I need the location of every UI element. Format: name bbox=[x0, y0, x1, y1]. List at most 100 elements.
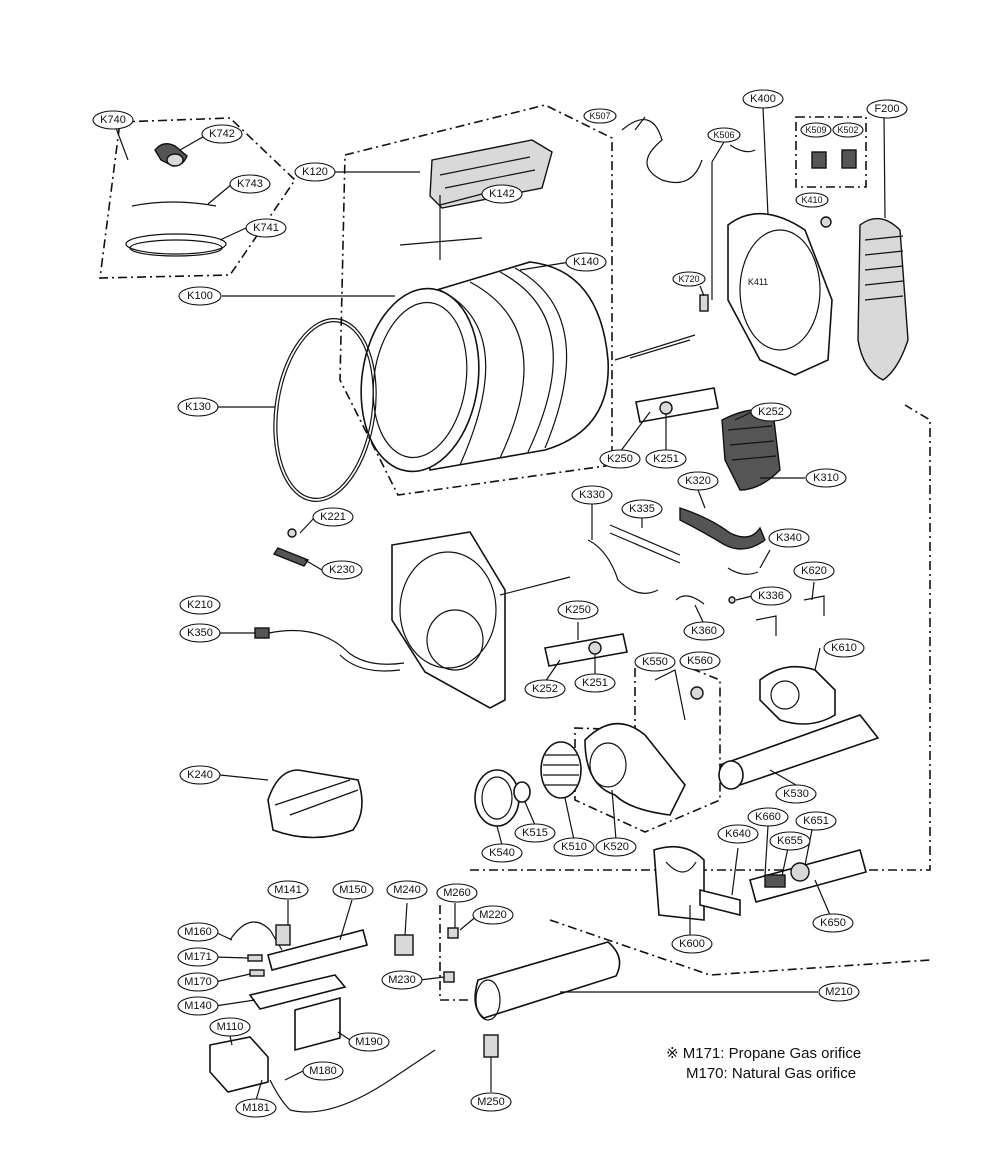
leader-k250a bbox=[619, 411, 651, 453]
leader-k507 bbox=[634, 116, 646, 131]
k210-bulkhead-opening bbox=[399, 551, 497, 669]
k230-part bbox=[272, 547, 310, 567]
callout-k221-text: K221 bbox=[320, 511, 346, 523]
m210-burner-tube bbox=[474, 941, 621, 1019]
m141-part bbox=[275, 924, 291, 946]
callout-k650: K650 bbox=[812, 913, 854, 933]
k340-part bbox=[727, 567, 759, 575]
callout-k410-text: K410 bbox=[801, 195, 822, 205]
callout-m190-text: M190 bbox=[355, 1036, 383, 1048]
k502-part bbox=[841, 149, 857, 169]
callout-m110: M110 bbox=[209, 1017, 251, 1037]
callout-k350: K350 bbox=[179, 623, 221, 643]
callout-k540-text: K540 bbox=[489, 847, 515, 859]
gas-burner-parts bbox=[209, 921, 621, 1113]
callout-k740-text: K740 bbox=[100, 114, 126, 126]
front-bulkhead-parts bbox=[254, 528, 506, 839]
leader-m230 bbox=[419, 976, 445, 981]
k509-part bbox=[811, 151, 827, 169]
callout-k742: K742 bbox=[201, 124, 243, 144]
k335-part bbox=[609, 524, 681, 564]
callout-k620-text: K620 bbox=[801, 565, 827, 577]
leader-k230 bbox=[304, 559, 323, 571]
callout-k130: K130 bbox=[177, 397, 219, 417]
callout-m141-text: M141 bbox=[274, 884, 302, 896]
k600-bracket bbox=[653, 845, 705, 921]
k330-part bbox=[587, 539, 659, 594]
callout-k250a: K250 bbox=[599, 449, 641, 469]
leader-k515 bbox=[524, 801, 536, 826]
callout-k230: K230 bbox=[321, 560, 363, 580]
callout-m180: M180 bbox=[302, 1061, 344, 1081]
callout-k330: K330 bbox=[571, 485, 613, 505]
callout-k250a-text: K250 bbox=[607, 453, 633, 465]
callout-k506-text: K506 bbox=[713, 130, 734, 140]
k210-bulkhead bbox=[391, 531, 506, 709]
m190-part bbox=[294, 996, 341, 1052]
callout-k252a-text: K252 bbox=[758, 406, 784, 418]
leader-k510 bbox=[564, 797, 575, 841]
callout-m210-text: M210 bbox=[825, 986, 853, 998]
k240-part-ribs bbox=[274, 779, 359, 816]
k251-lower-part bbox=[588, 641, 602, 655]
k720-part bbox=[699, 294, 709, 312]
callout-m190: M190 bbox=[348, 1032, 390, 1052]
callout-k741-text: K741 bbox=[253, 222, 279, 234]
leader-k360 bbox=[694, 604, 705, 625]
k651-part bbox=[790, 862, 810, 882]
leader-k336 bbox=[735, 595, 753, 601]
callout-f200: F200 bbox=[866, 99, 908, 119]
callout-k310-text: K310 bbox=[813, 472, 839, 484]
callout-k350-text: K350 bbox=[187, 627, 213, 639]
leader-k240 bbox=[219, 774, 269, 781]
note-propane-text: M171: Propane Gas orifice bbox=[682, 1045, 862, 1062]
callout-k240-text: K240 bbox=[187, 769, 213, 781]
leader-m170 bbox=[214, 973, 251, 983]
callout-f200-text: F200 bbox=[874, 103, 899, 115]
leader-k142 bbox=[439, 193, 483, 206]
callout-k660-text: K660 bbox=[755, 811, 781, 823]
k560-part bbox=[690, 686, 704, 700]
rear-bulkhead-parts bbox=[614, 119, 909, 491]
callout-k250b-text: K250 bbox=[565, 604, 591, 616]
callout-k550: K550 bbox=[634, 652, 676, 672]
k221-part bbox=[287, 528, 297, 538]
callout-k252b: K252 bbox=[524, 679, 566, 699]
callout-k252a: K252 bbox=[750, 402, 792, 422]
m150-part bbox=[267, 929, 368, 971]
leader-k720 bbox=[699, 285, 705, 297]
base-parts bbox=[653, 845, 867, 921]
leader-m180 bbox=[284, 1069, 306, 1081]
callout-k250b: K250 bbox=[557, 600, 599, 620]
m220-group-outline bbox=[439, 905, 468, 1001]
callout-k130-text: K130 bbox=[185, 401, 211, 413]
callout-k651: K651 bbox=[795, 811, 837, 831]
callout-k310: K310 bbox=[805, 468, 847, 488]
callout-k540: K540 bbox=[481, 843, 523, 863]
k520-housing bbox=[584, 722, 686, 816]
m140-part bbox=[248, 974, 347, 1010]
callout-m180-text: M180 bbox=[309, 1065, 337, 1077]
callout-k100-text: K100 bbox=[187, 290, 213, 302]
callout-m150-text: M150 bbox=[339, 884, 367, 896]
k741-part bbox=[125, 233, 227, 255]
callout-m181-text: M181 bbox=[242, 1102, 270, 1114]
callout-k660: K660 bbox=[747, 807, 789, 827]
k740-parts bbox=[125, 143, 227, 257]
k600-bracket-slot bbox=[665, 861, 697, 873]
k410-part bbox=[820, 216, 832, 228]
f200-filter bbox=[857, 217, 909, 381]
callout-k550-text: K550 bbox=[642, 656, 668, 668]
callout-m230: M230 bbox=[381, 970, 423, 990]
callout-k210: K210 bbox=[179, 595, 221, 615]
callout-k502-text: K502 bbox=[837, 125, 858, 135]
callout-m260-text: M260 bbox=[443, 887, 471, 899]
callout-k509-text: K509 bbox=[805, 125, 826, 135]
callout-k530-text: K530 bbox=[783, 788, 809, 800]
shaft-middle bbox=[499, 576, 571, 596]
k400-rear-bulkhead bbox=[727, 212, 833, 376]
callout-k510: K510 bbox=[553, 837, 595, 857]
callout-k510-text: K510 bbox=[561, 841, 587, 853]
callout-k252b-text: K252 bbox=[532, 683, 558, 695]
k510-impeller-vanes bbox=[543, 754, 579, 786]
